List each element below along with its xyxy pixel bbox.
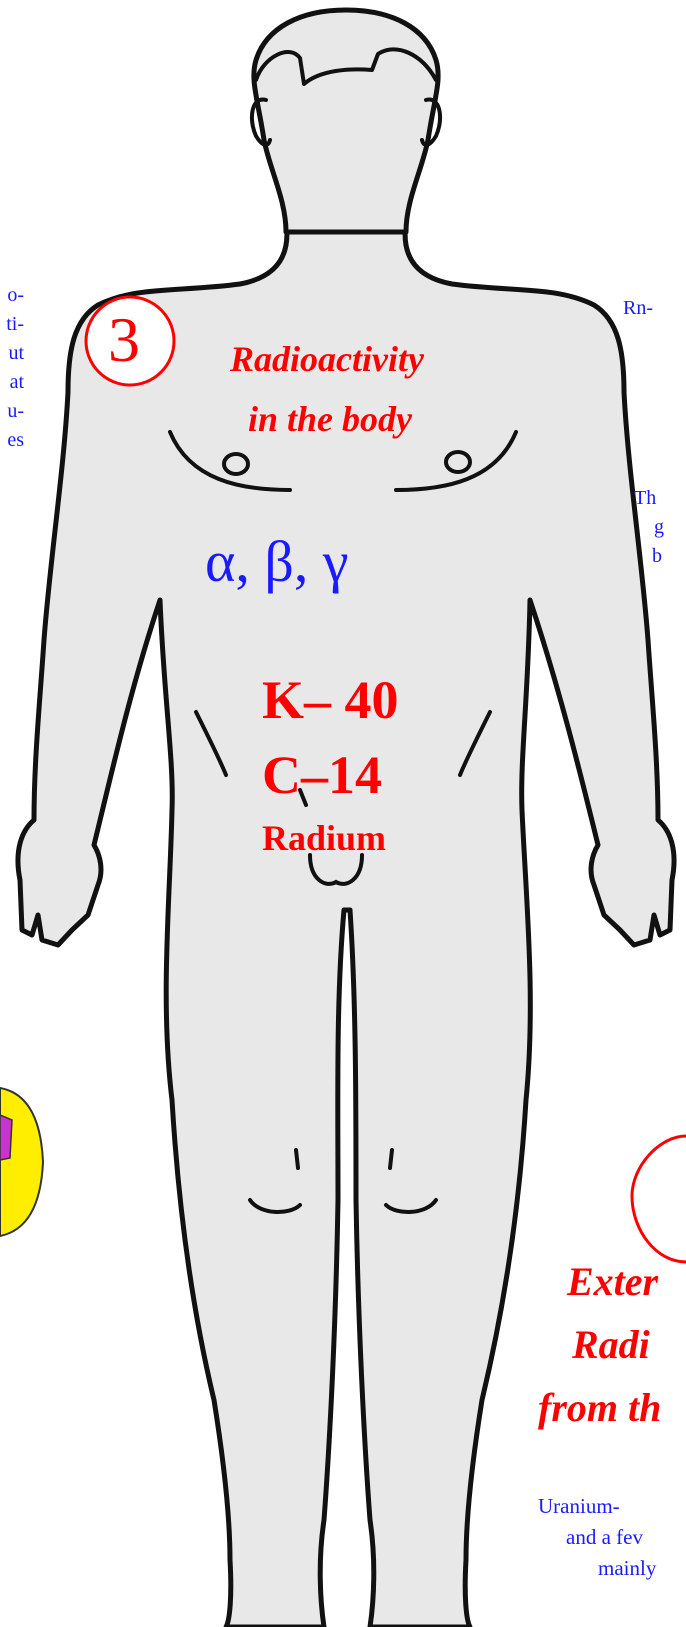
- bottom-text-uranium: Uranium-: [538, 1492, 620, 1521]
- right-text-th: Th: [634, 484, 656, 513]
- left-text-line: ut: [0, 339, 24, 368]
- left-text-line: at: [0, 368, 24, 397]
- left-text-line: ti-: [0, 310, 24, 339]
- isotope-k40: K– 40: [262, 670, 399, 730]
- left-text-block: o- ti- ut at u- es: [0, 281, 24, 455]
- head-outline: [254, 10, 438, 232]
- radiation-symbol-icon: [0, 1088, 43, 1236]
- right-text-g: g: [654, 513, 664, 542]
- isotope-c14: C–14: [262, 745, 382, 805]
- heading-external-3: from th: [538, 1384, 661, 1432]
- heading-external-1: Exter: [567, 1258, 658, 1306]
- right-text-rn: Rn-: [623, 294, 653, 323]
- badge-number: 3: [108, 300, 140, 380]
- left-text-line: es: [0, 426, 24, 455]
- heading-external-2: Radi: [572, 1321, 650, 1369]
- greek-symbols: α, β, γ: [205, 528, 349, 596]
- heading-radioactivity: Radioactivity: [230, 338, 424, 380]
- right-text-b: b: [652, 542, 662, 571]
- badge-circle-partial: [632, 1136, 686, 1262]
- isotope-radium: Radium: [262, 816, 386, 860]
- bottom-text-mainly: mainly: [598, 1554, 656, 1583]
- left-text-line: o-: [0, 281, 24, 310]
- heading-in-the-body: in the body: [248, 398, 412, 440]
- left-text-line: u-: [0, 397, 24, 426]
- bottom-text-few: and a fev: [566, 1523, 643, 1552]
